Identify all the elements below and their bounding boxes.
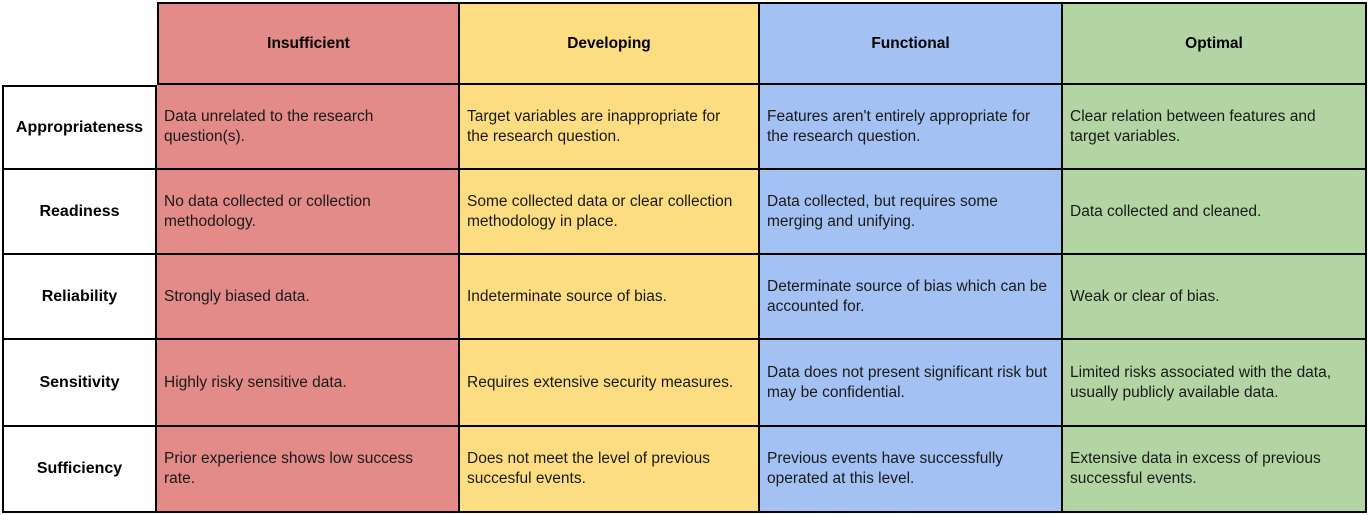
rubric-cell: Determinate source of bias which can be …: [760, 255, 1063, 340]
rubric-cell: Previous events have successfully operat…: [760, 427, 1063, 513]
rubric-cell: Data collected and cleaned.: [1063, 170, 1367, 255]
rubric-cell: Clear relation between features and targ…: [1063, 85, 1367, 170]
row-label-sufficiency: Sufficiency: [2, 427, 157, 513]
row-label-appropriateness: Appropriateness: [2, 85, 157, 170]
rubric-cell: Some collected data or clear collection …: [460, 170, 760, 255]
rubric-cell: Indeterminate source of bias.: [460, 255, 760, 340]
column-header-optimal: Optimal: [1063, 2, 1367, 85]
rubric-cell: Data unrelated to the research question(…: [157, 85, 460, 170]
rubric-cell: Requires extensive security measures.: [460, 340, 760, 427]
rubric-cell: Data does not present significant risk b…: [760, 340, 1063, 427]
column-header-insufficient: Insufficient: [157, 2, 460, 85]
row-label-sensitivity: Sensitivity: [2, 340, 157, 427]
rubric-cell: Data collected, but requires some mergin…: [760, 170, 1063, 255]
rubric-cell: Weak or clear of bias.: [1063, 255, 1367, 340]
rubric-cell: Strongly biased data.: [157, 255, 460, 340]
row-label-reliability: Reliability: [2, 255, 157, 340]
rubric-cell: Features aren't entirely appropriate for…: [760, 85, 1063, 170]
rubric-cell: Prior experience shows low success rate.: [157, 427, 460, 513]
row-label-readiness: Readiness: [2, 170, 157, 255]
rubric-cell: Highly risky sensitive data.: [157, 340, 460, 427]
rubric-cell: Target variables are inappropriate for t…: [460, 85, 760, 170]
rubric-cell: Does not meet the level of previous succ…: [460, 427, 760, 513]
rubric-cell: No data collected or collection methodol…: [157, 170, 460, 255]
column-header-functional: Functional: [760, 2, 1063, 85]
empty-corner-cell: [2, 2, 157, 85]
column-header-developing: Developing: [460, 2, 760, 85]
rubric-cell: Extensive data in excess of previous suc…: [1063, 427, 1367, 513]
rubric-cell: Limited risks associated with the data, …: [1063, 340, 1367, 427]
